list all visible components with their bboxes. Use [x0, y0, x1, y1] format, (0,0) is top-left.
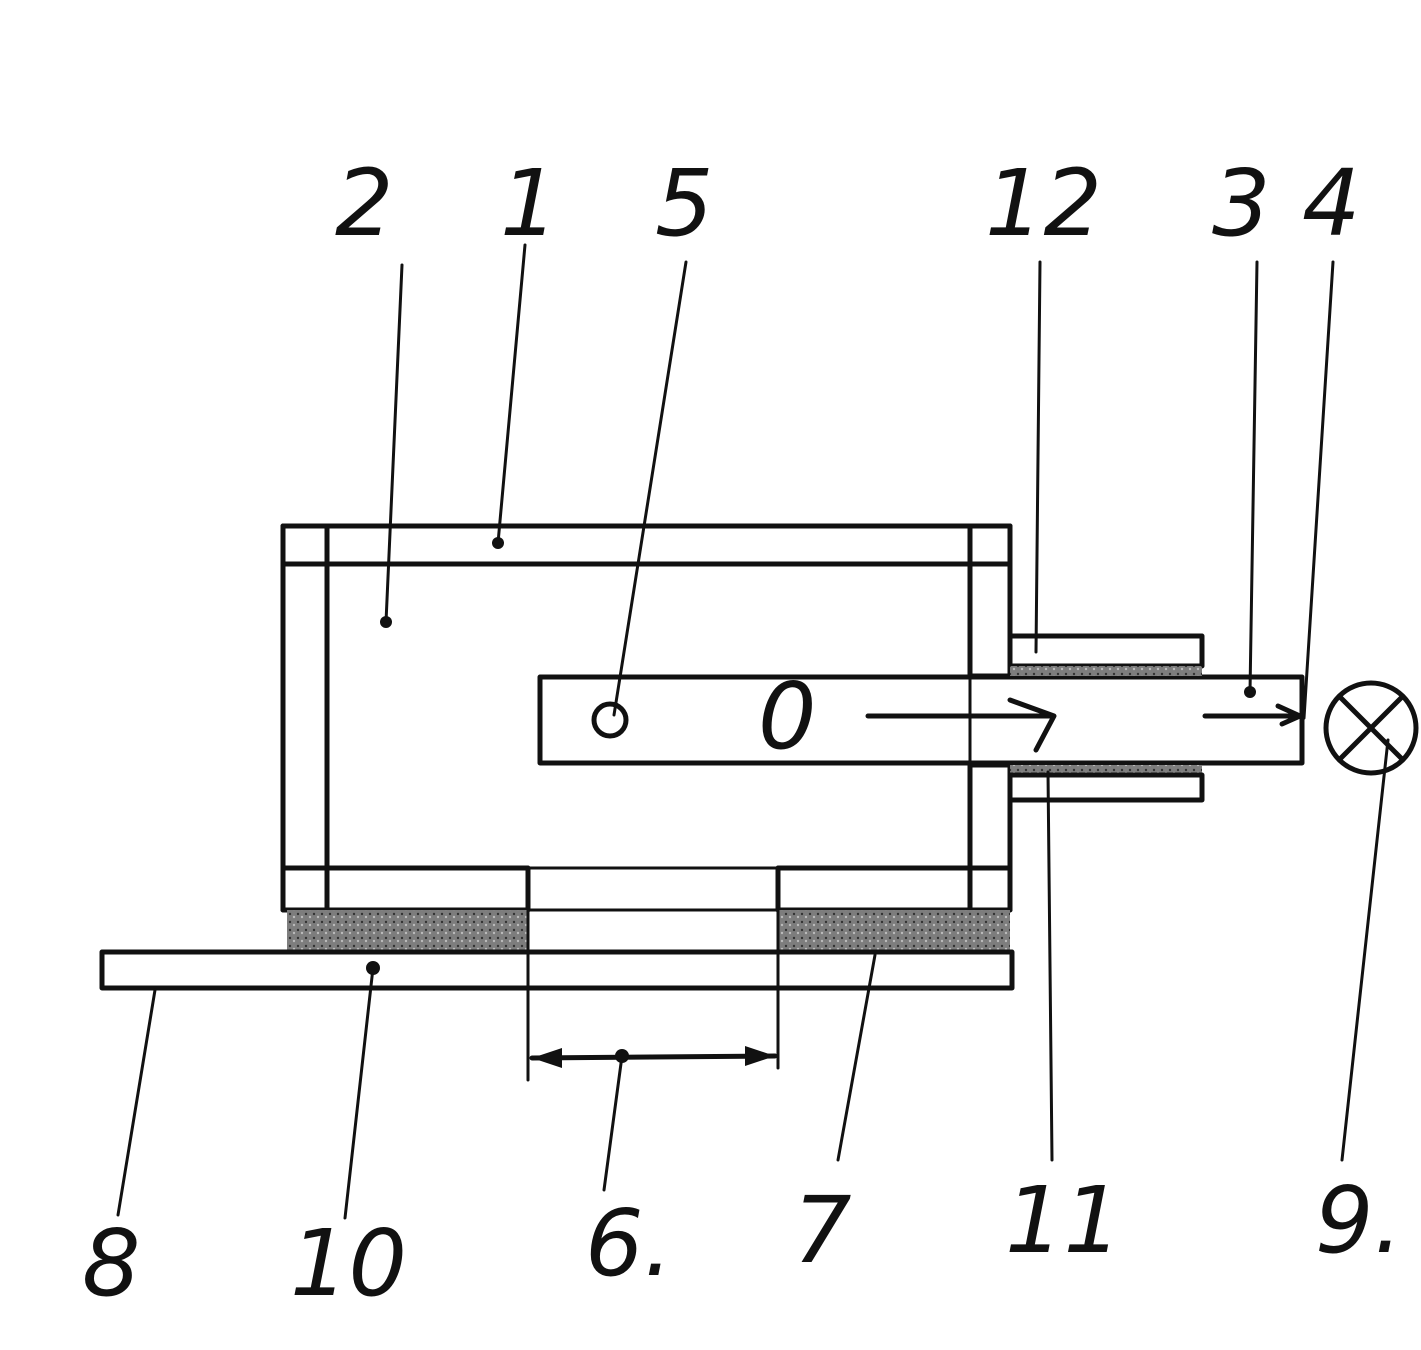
label-3: 3: [1212, 150, 1271, 257]
rod-hole: [594, 704, 626, 736]
label-10: 10: [290, 1210, 407, 1317]
label-9: 9.: [1315, 1167, 1403, 1274]
label-7: 7: [793, 1177, 852, 1284]
label-4: 4: [1302, 150, 1361, 257]
opening: [528, 868, 778, 1080]
indicator-lamp: [1326, 683, 1416, 773]
insulation-left: [287, 910, 528, 952]
label-12: 12: [985, 150, 1102, 257]
rod-mark: 0: [758, 663, 817, 770]
label-6: 6.: [585, 1190, 673, 1297]
leader-lines: [118, 245, 1388, 1218]
label-5: 5: [655, 150, 714, 257]
insulation-right: [778, 910, 1010, 952]
label-8: 8: [82, 1210, 141, 1317]
label-2: 2: [335, 150, 394, 257]
sensor-rod: 0: [540, 663, 1302, 770]
label-11: 11: [1005, 1167, 1122, 1274]
label-1: 1: [500, 150, 559, 257]
